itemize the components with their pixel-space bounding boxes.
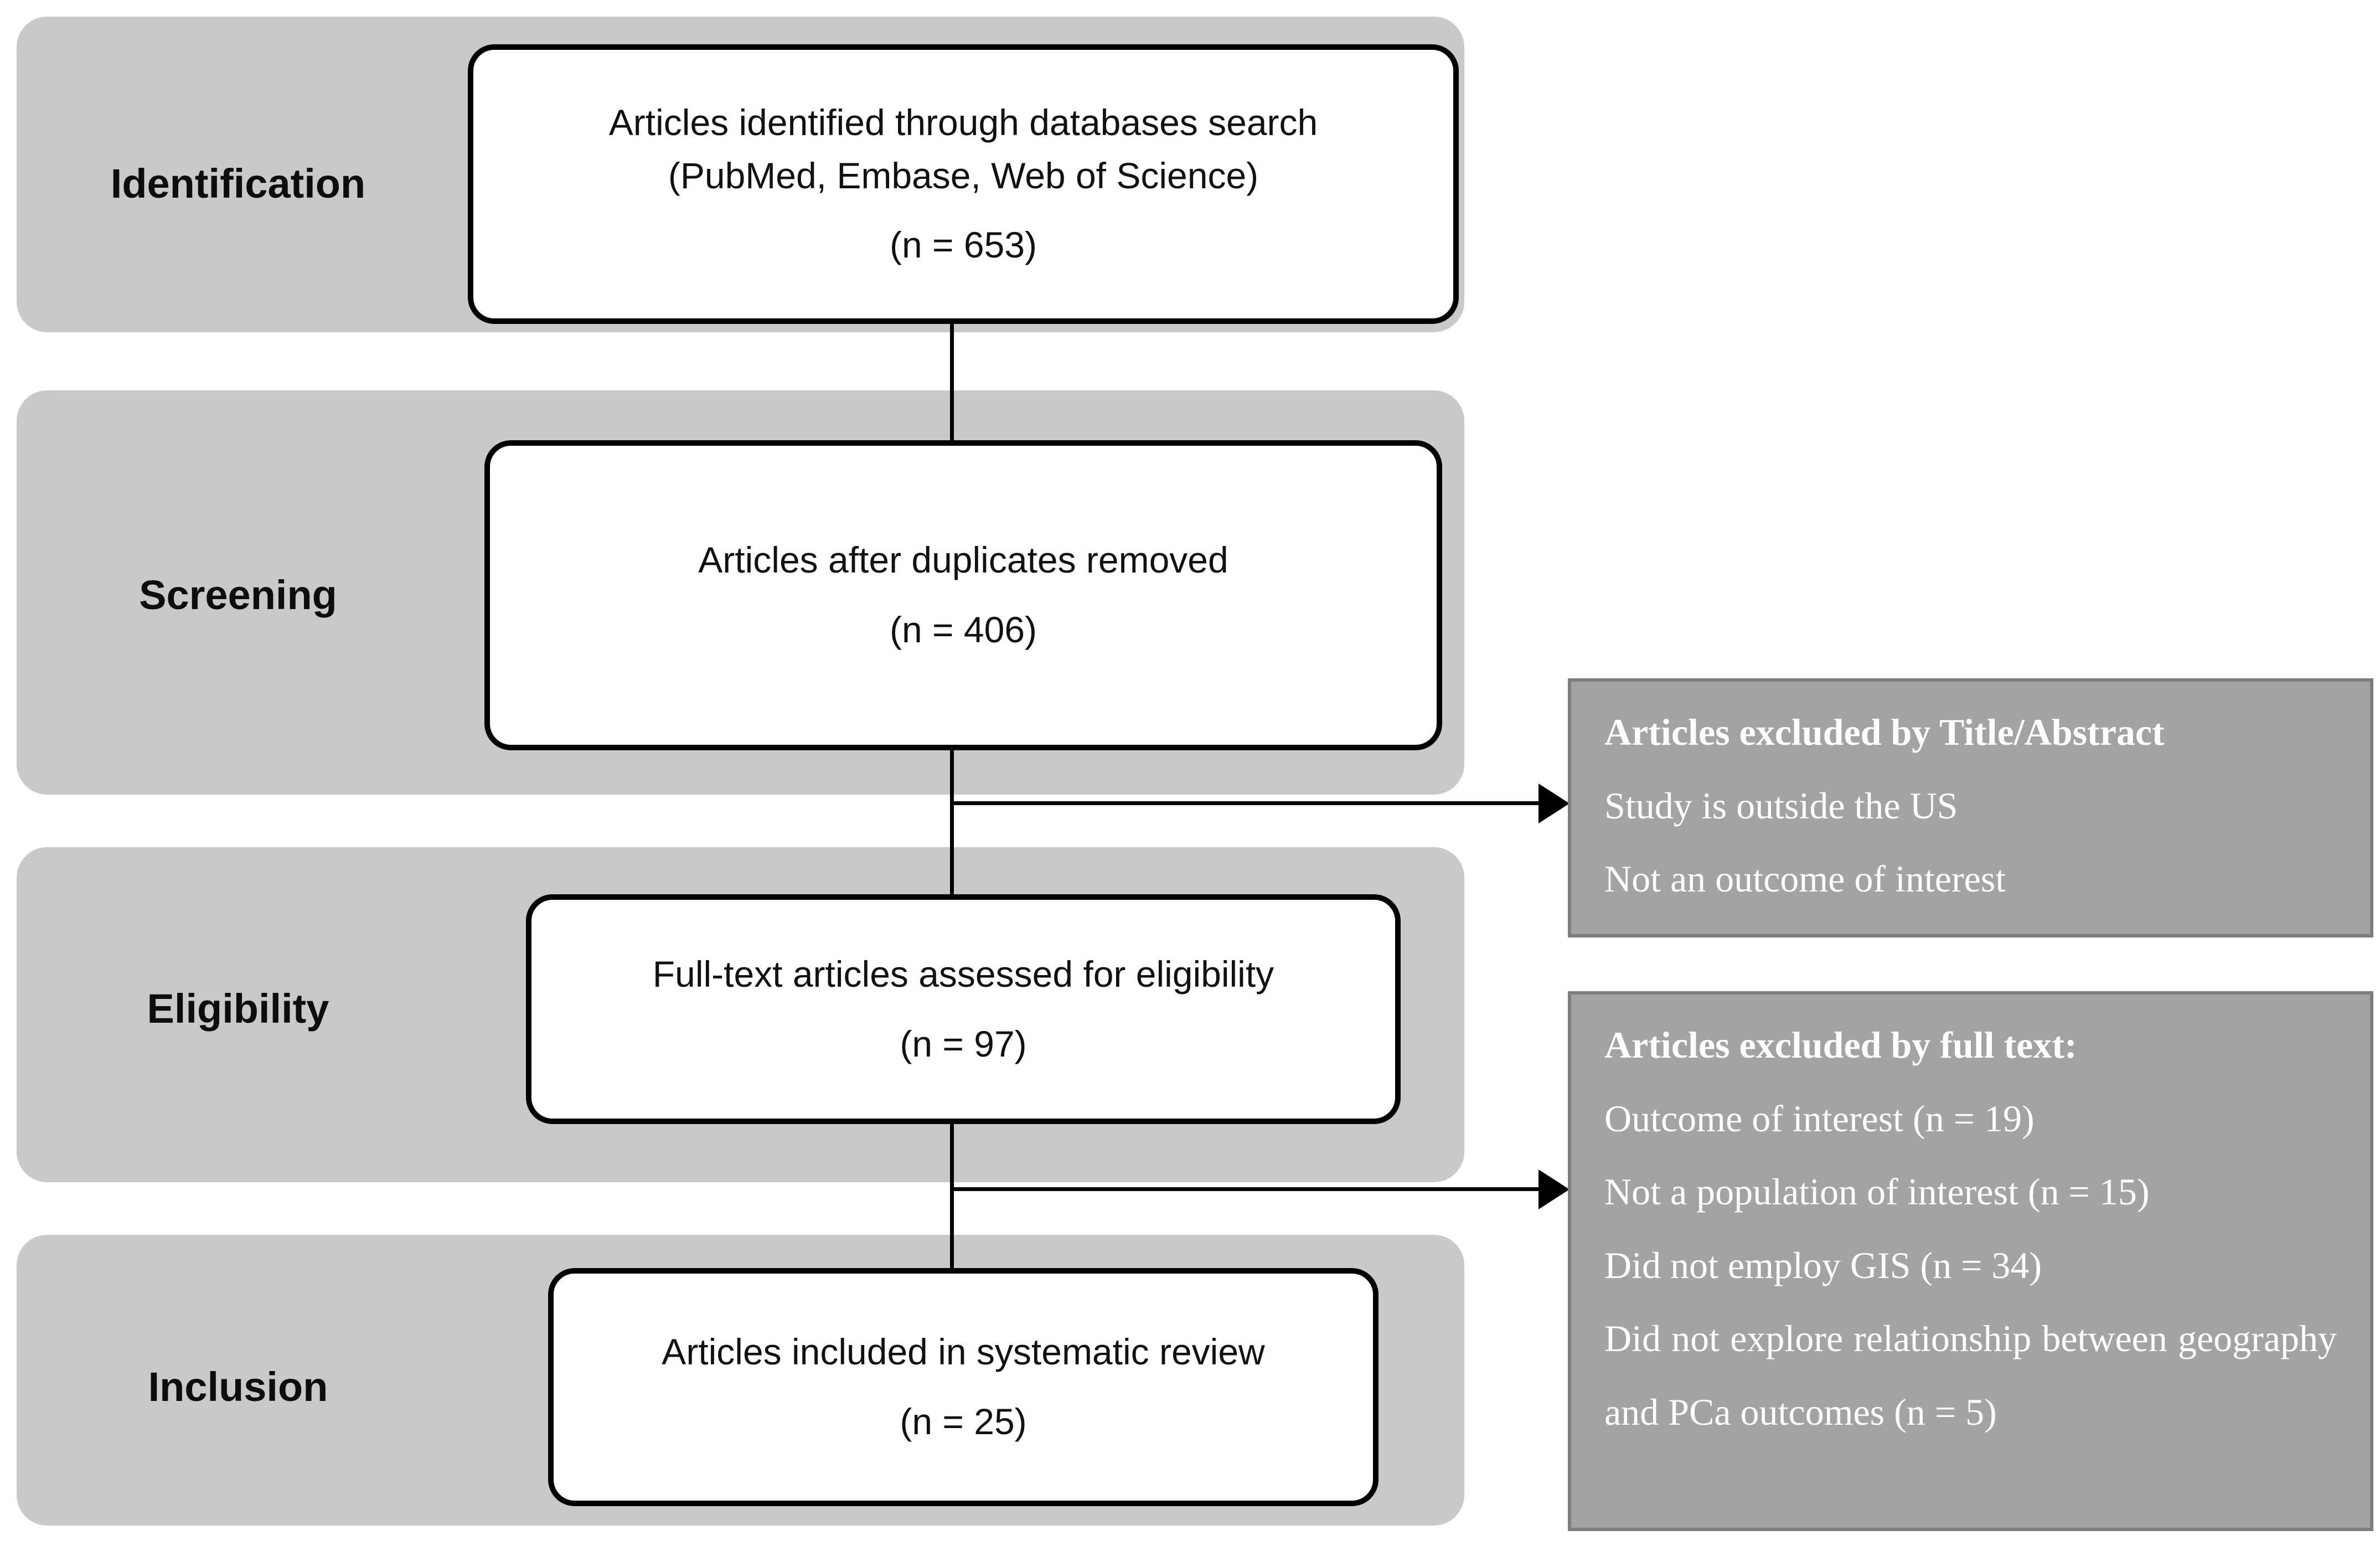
box-fulltext-assessed: Full-text articles assessed for eligibil… [526, 894, 1401, 1124]
box-title-line: Full-text articles assessed for eligibil… [652, 953, 1274, 995]
box-title-line: Articles identified through databases se… [608, 101, 1318, 143]
arrow-line-to-title-abstract-exclusions [952, 801, 1540, 805]
box-count: (n = 97) [900, 1023, 1027, 1064]
exclusion-item: Did not explore relationship between geo… [1604, 1317, 2337, 1433]
exclusion-item: Outcome of interest (n = 19) [1604, 1097, 2035, 1140]
exclusion-title: Articles excluded by Title/Abstract [1604, 711, 2165, 753]
box-title-line: Articles after duplicates removed [698, 539, 1228, 581]
box-count: (n = 653) [890, 224, 1037, 266]
exclusion-item: Not a population of interest (n = 15) [1604, 1171, 2150, 1213]
exclusion-item: Not an outcome of interest [1604, 858, 2006, 900]
box-count: (n = 25) [900, 1401, 1027, 1442]
arrowhead-icon-fulltext [1539, 1169, 1570, 1209]
box-excluded-fulltext: Articles excluded by full text: Outcome … [1568, 991, 2373, 1531]
box-articles-identified: Articles identified through databases se… [468, 44, 1459, 324]
connector-eligibility-to-inclusion [950, 1121, 954, 1271]
stage-label-screening: Screening [139, 572, 337, 618]
connector-identification-to-screening [950, 321, 954, 443]
stage-label-inclusion: Inclusion [148, 1364, 328, 1410]
stage-label-eligibility: Eligibility [147, 986, 329, 1032]
box-excluded-title-abstract: Articles excluded by Title/Abstract Stud… [1568, 678, 2373, 937]
box-duplicates-removed: Articles after duplicates removed (n = 4… [484, 440, 1442, 750]
box-included-review: Articles included in systematic review (… [548, 1268, 1379, 1506]
box-title-line: (PubMed, Embase, Web of Science) [668, 154, 1259, 196]
box-title-line: Articles included in systematic review [662, 1331, 1265, 1373]
box-count: (n = 406) [890, 609, 1037, 650]
arrowhead-icon-title-abstract [1539, 784, 1570, 823]
exclusion-item: Did not employ GIS (n = 34) [1604, 1244, 2042, 1286]
exclusion-title: Articles excluded by full text: [1604, 1024, 2077, 1066]
exclusion-item: Study is outside the US [1604, 784, 1958, 827]
stage-label-identification: Identification [110, 161, 366, 207]
arrow-line-to-fulltext-exclusions [952, 1187, 1540, 1191]
connector-screening-to-eligibility [950, 748, 954, 897]
